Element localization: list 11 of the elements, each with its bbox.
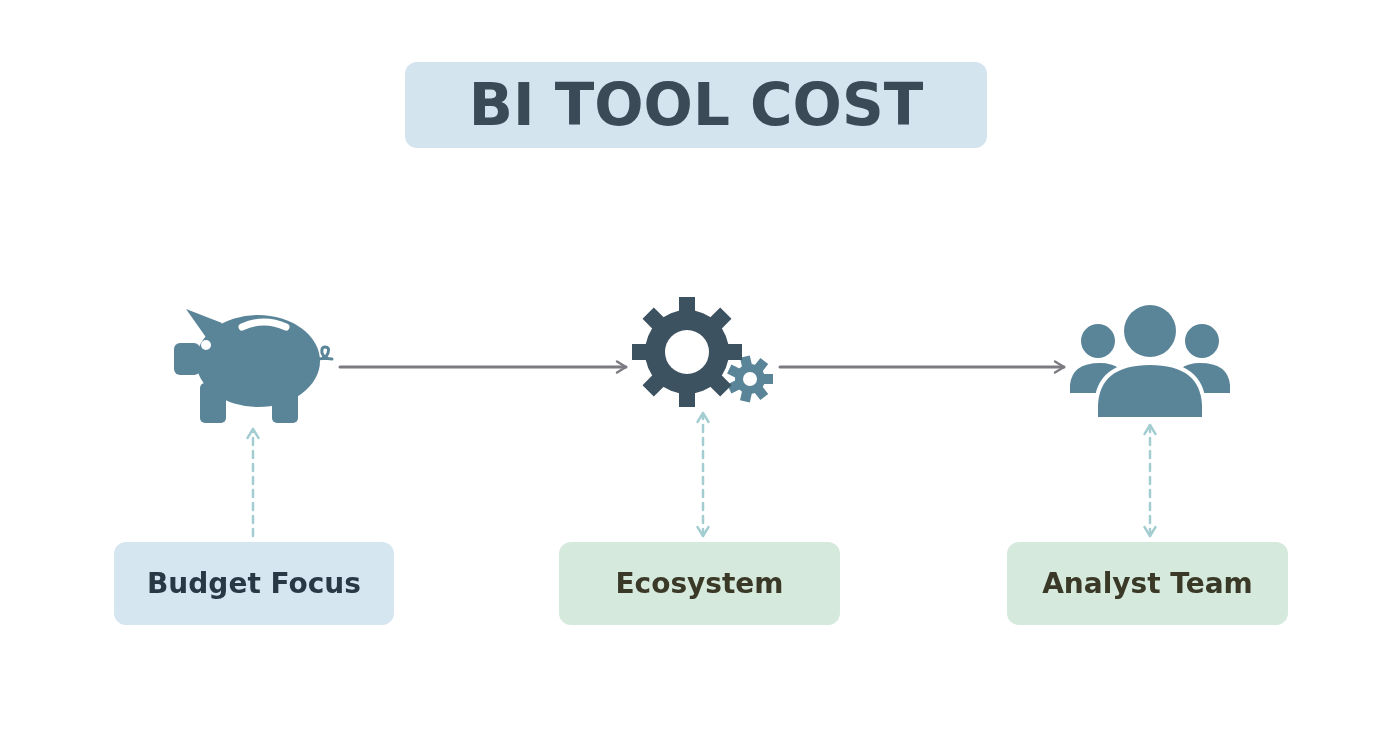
category-box: Budget Focus — [114, 542, 394, 625]
people-group-icon — [1070, 305, 1230, 419]
category-box: Analyst Team — [1007, 542, 1288, 625]
dashed-arrow — [1143, 423, 1157, 538]
dashed-arrow — [246, 427, 260, 538]
title: BI TOOL COST — [405, 62, 987, 148]
category-box: Ecosystem — [559, 542, 840, 625]
gears-icon — [632, 297, 774, 407]
dashed-arrow — [696, 411, 710, 538]
arrow — [338, 360, 628, 374]
arrow — [778, 360, 1066, 374]
